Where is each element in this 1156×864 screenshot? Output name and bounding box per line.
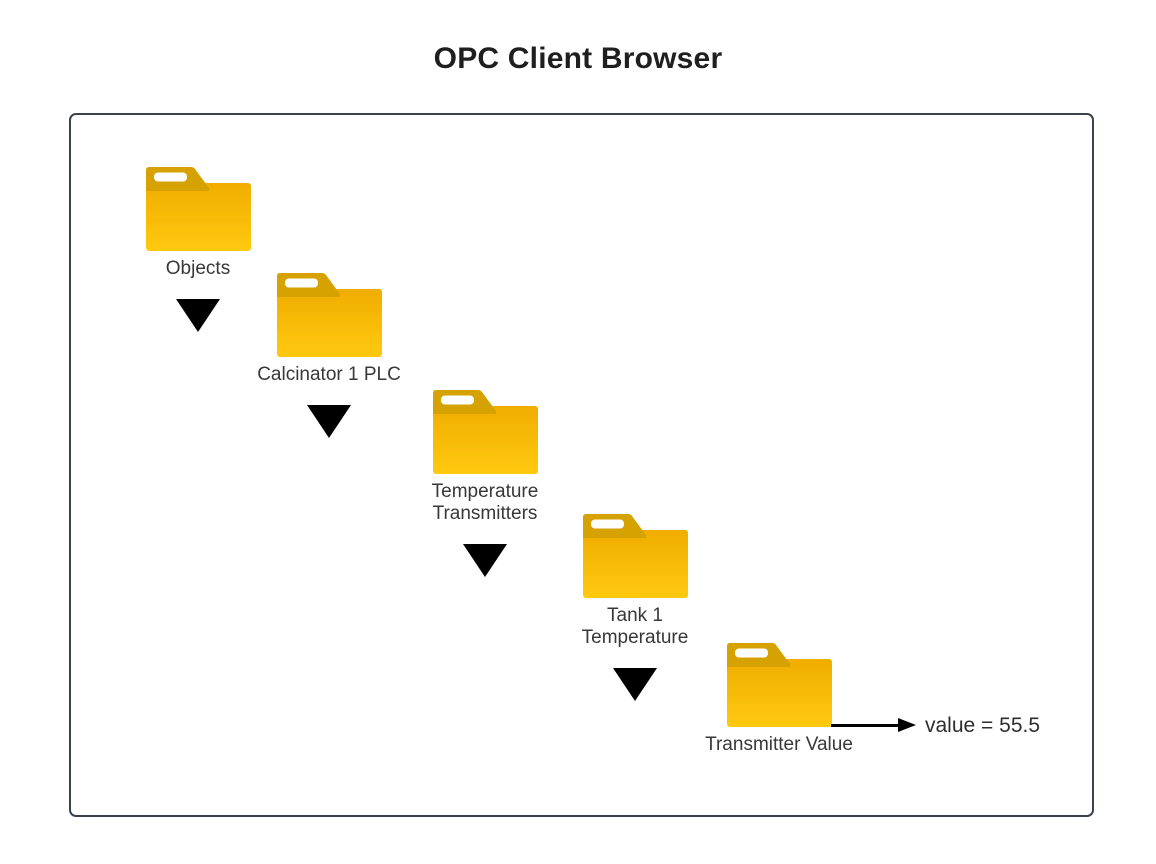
triangle-down-icon[interactable] [613,667,657,701]
tree-node-tank-1-temperature: Tank 1 Temperature [582,513,688,701]
folder-label: Calcinator 1 PLC [257,363,401,385]
value-arrow-line [831,724,899,727]
folder-icon[interactable] [726,642,832,727]
folder-label: Transmitter Value [705,733,853,755]
browser-canvas: Objects Calcinator 1 PLC Temperature Tra… [69,113,1094,817]
folder-label: Temperature Transmitters [431,480,539,524]
folder-label: Tank 1 Temperature [581,604,689,648]
tree-node-objects: Objects [145,166,251,332]
page-title: OPC Client Browser [433,42,723,75]
tree-node-transmitter-value: Transmitter Value [705,642,853,756]
folder-icon[interactable] [145,166,251,251]
folder-label: Objects [165,257,231,279]
triangle-down-icon[interactable] [463,543,507,577]
folder-icon[interactable] [432,389,538,474]
tree-node-calcinator-1-plc: Calcinator 1 PLC [257,272,401,438]
tree-node-temperature-transmitters: Temperature Transmitters [432,389,538,577]
folder-icon[interactable] [582,513,688,598]
triangle-down-icon[interactable] [307,404,351,438]
value-readout: value = 55.5 [925,714,1041,737]
value-arrow-head-icon [898,718,916,732]
triangle-down-icon[interactable] [176,298,220,332]
folder-icon[interactable] [276,272,382,357]
